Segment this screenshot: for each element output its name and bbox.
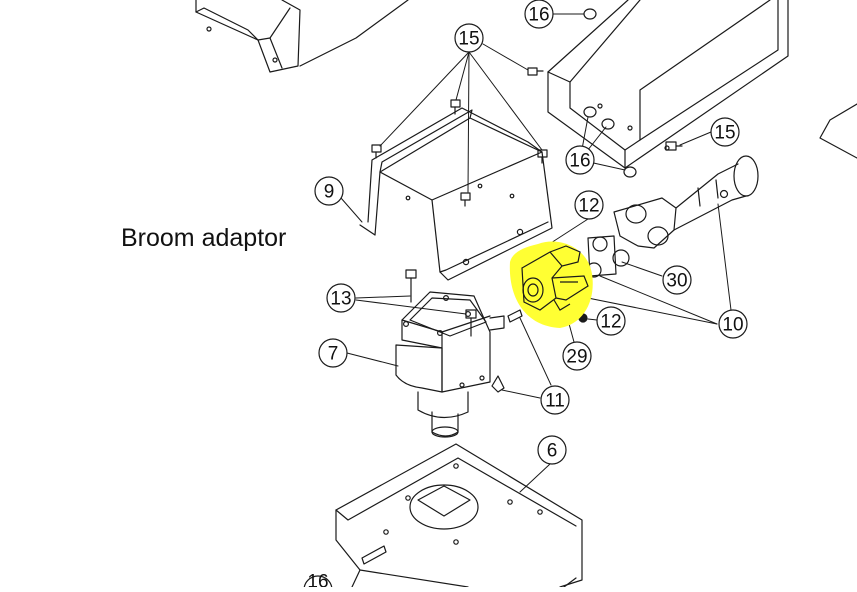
callout-label: 16 bbox=[528, 5, 549, 26]
callout-label: 10 bbox=[722, 315, 743, 336]
callout-label: 16 bbox=[569, 151, 590, 172]
callout-label: 13 bbox=[330, 289, 351, 310]
drive-shaft-10 bbox=[613, 155, 759, 249]
callout-label: 11 bbox=[545, 391, 565, 412]
callout-13: 13 bbox=[326, 283, 356, 313]
callout-10: 10 bbox=[718, 309, 748, 339]
callout-label: 15 bbox=[458, 29, 479, 50]
callout-label: 9 bbox=[324, 182, 335, 203]
callout-label: 16 bbox=[307, 572, 328, 588]
base-plate-6 bbox=[335, 443, 583, 588]
callout-15-upper-left: 15 bbox=[454, 23, 484, 53]
bracket-9 bbox=[359, 107, 553, 281]
callout-label: 12 bbox=[578, 196, 599, 217]
cross-journal-30 bbox=[586, 235, 630, 278]
callout-label: 30 bbox=[666, 271, 687, 292]
callout-6: 6 bbox=[537, 435, 567, 465]
callout-12-top: 12 bbox=[574, 190, 604, 220]
callout-7: 7 bbox=[318, 338, 348, 368]
callout-16-bottom: 16 bbox=[303, 572, 333, 592]
callout-label: 6 bbox=[547, 441, 558, 462]
diagram-title: Broom adaptor bbox=[121, 224, 287, 252]
top-left-bracket bbox=[195, 0, 409, 73]
top-right-channel bbox=[547, 0, 789, 169]
callout-label: 12 bbox=[600, 312, 621, 333]
callout-29: 29 bbox=[562, 341, 592, 371]
callout-label: 7 bbox=[328, 344, 339, 365]
callout-9: 9 bbox=[314, 176, 344, 206]
fasteners-upper bbox=[371, 8, 683, 207]
highlighted-yoke-29 bbox=[509, 241, 593, 328]
callout-16-mid: 16 bbox=[565, 145, 595, 175]
callout-11: 11 bbox=[540, 385, 570, 415]
gearbox-7 bbox=[395, 291, 505, 438]
callout-15-right: 15 bbox=[710, 117, 740, 147]
callout-12-bottom: 12 bbox=[596, 306, 626, 336]
callout-30: 30 bbox=[662, 265, 692, 295]
callout-label: 29 bbox=[566, 347, 587, 368]
bolts-13 bbox=[405, 269, 477, 337]
callout-label: 15 bbox=[714, 123, 735, 144]
right-edge-panel bbox=[819, 103, 857, 159]
callout-16-top: 16 bbox=[524, 0, 554, 29]
keys-11 bbox=[491, 309, 523, 393]
